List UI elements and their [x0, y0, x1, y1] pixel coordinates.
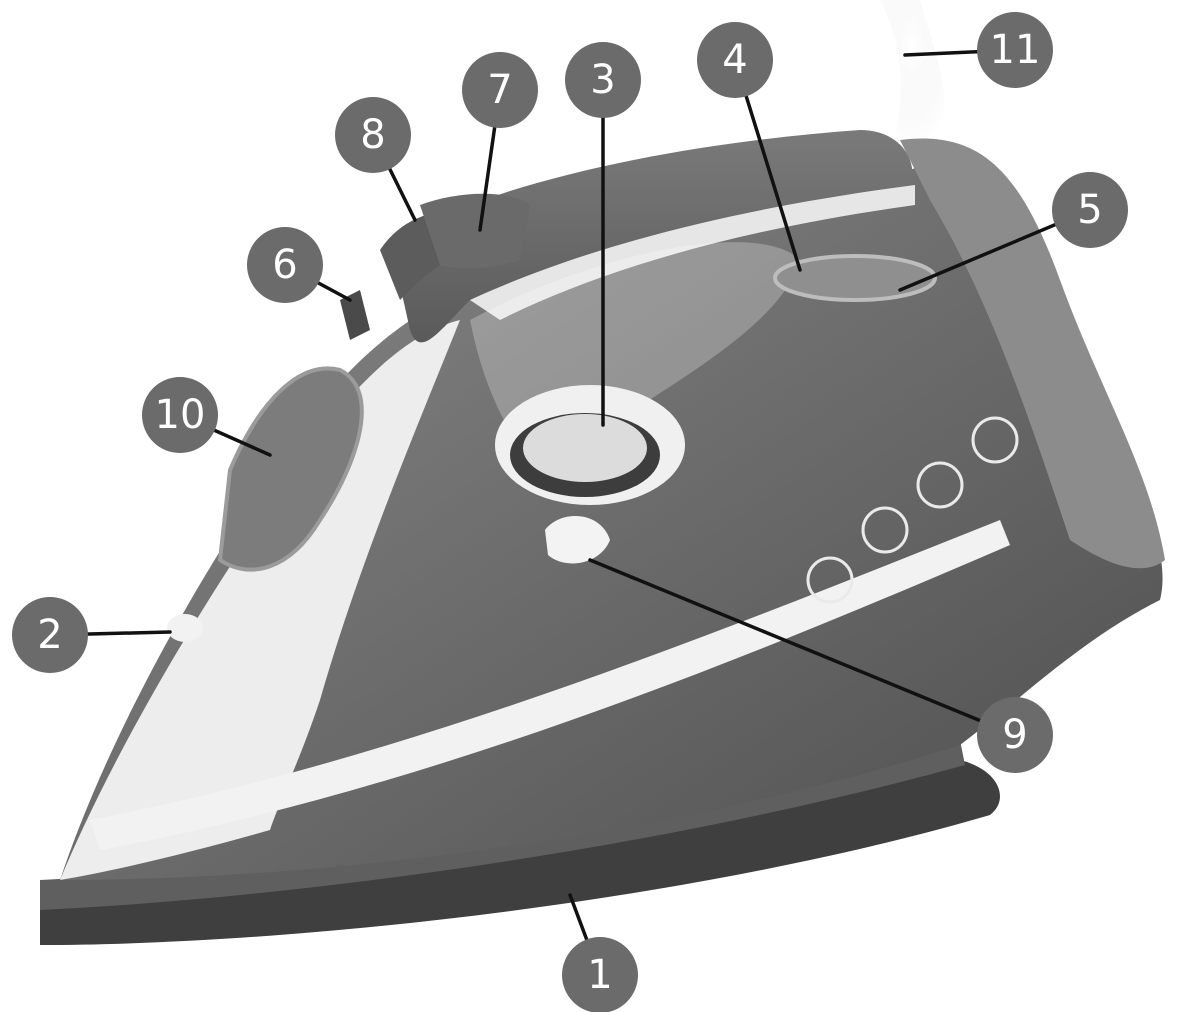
callout-7: 7 — [462, 52, 538, 128]
function-icons — [806, 416, 1019, 604]
spray-nozzle[interactable] — [167, 614, 203, 642]
callout-1: 1 — [562, 937, 638, 1012]
callout-5: 5 — [1052, 172, 1128, 248]
burst-button[interactable] — [545, 516, 610, 564]
iron-body — [60, 158, 1163, 880]
temperature-dial[interactable] — [495, 385, 685, 505]
callout-8: 8 — [335, 97, 411, 173]
callout-label: 3 — [590, 57, 615, 103]
callout-label: 8 — [360, 112, 385, 158]
callout-11: 11 — [977, 12, 1053, 88]
callout-2: 2 — [12, 597, 88, 673]
callout-label: 11 — [990, 27, 1041, 73]
callout-3: 3 — [565, 42, 641, 118]
callout-label: 10 — [155, 392, 206, 438]
callout-label: 6 — [272, 242, 297, 288]
callout-9: 9 — [977, 697, 1053, 773]
callout-badge-circle — [142, 377, 218, 453]
water-tank — [217, 366, 364, 572]
steam-regulator[interactable] — [773, 254, 937, 302]
steam-plume — [880, 0, 945, 150]
callout-badge-circle — [977, 12, 1053, 88]
callout-badge-circle — [697, 22, 773, 98]
callout-label: 7 — [487, 67, 512, 113]
control-panel — [420, 193, 530, 269]
callout-badge-circle — [977, 697, 1053, 773]
callout-label: 2 — [37, 612, 62, 658]
callout-label: 9 — [1002, 712, 1027, 758]
callout-badge-circle — [565, 42, 641, 118]
callout-badge-circle — [12, 597, 88, 673]
heel-cap — [900, 138, 1165, 569]
callout-badge-circle — [247, 227, 323, 303]
callout-badge-circle — [335, 97, 411, 173]
front-cover — [60, 320, 460, 880]
callout-label: 5 — [1077, 187, 1102, 233]
callout-badge-circle — [562, 937, 638, 1012]
callout-10: 10 — [142, 377, 218, 453]
callout-badge-circle — [462, 52, 538, 128]
callout-4: 4 — [697, 22, 773, 98]
side-stripe — [90, 520, 1010, 850]
spray-button[interactable] — [340, 290, 370, 340]
callout-badge-circle — [1052, 172, 1128, 248]
callout-label: 1 — [587, 952, 612, 998]
callout-6: 6 — [247, 227, 323, 303]
callout-badges: 1 2 3 4 5 6 7 8 9 10 11 — [12, 12, 1128, 1012]
handle-highlight — [470, 185, 915, 320]
callout-label: 4 — [722, 37, 747, 83]
